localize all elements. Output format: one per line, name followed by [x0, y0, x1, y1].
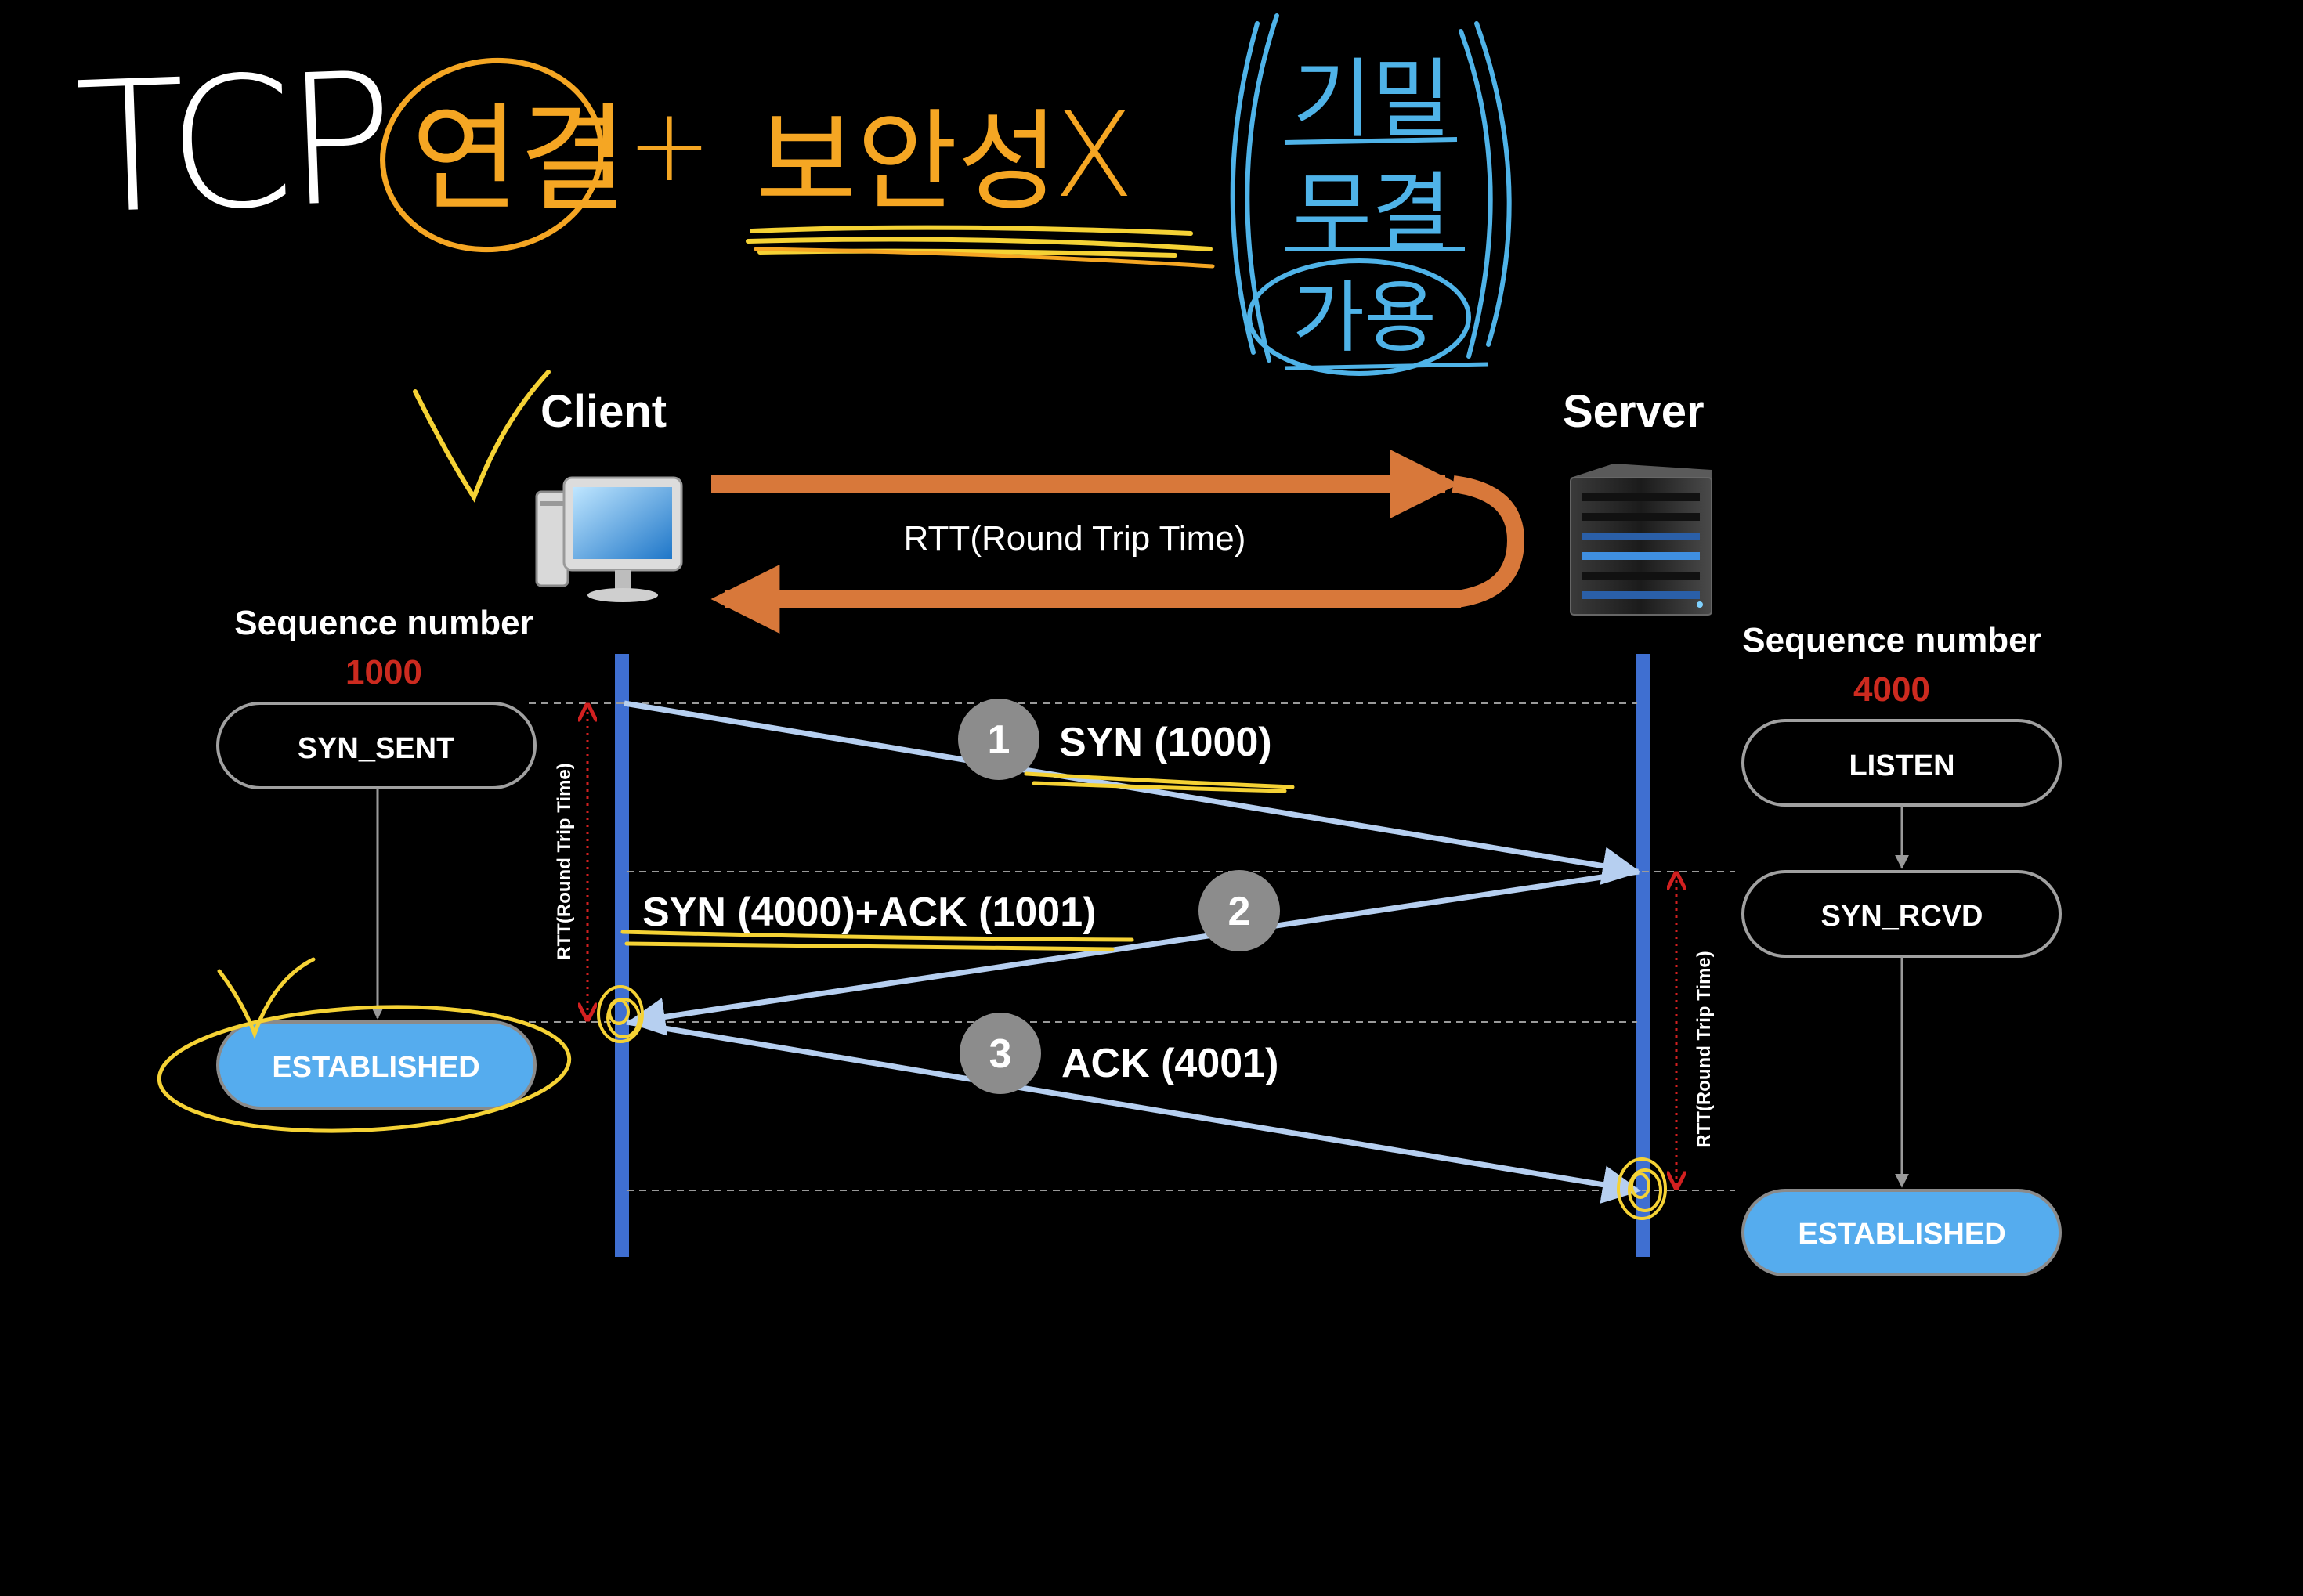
- handwritten-plus: +: [627, 85, 712, 204]
- server-state-listen-label: LISTEN: [1849, 749, 1954, 782]
- underline-3: [1284, 362, 1489, 370]
- step-3-label: ACK (4001): [1061, 1041, 1278, 1086]
- server-rack-icon: [1570, 464, 1712, 616]
- handwritten-tcp: TCP: [73, 34, 390, 255]
- client-seq-label: Sequence number: [234, 604, 533, 642]
- client-state-established: [216, 1020, 537, 1110]
- step-3-number: 3: [989, 1031, 1012, 1077]
- bracket-item-availability: 가용: [1292, 272, 1437, 363]
- message-arrow-ack: [626, 1019, 1641, 1204]
- handwritten-connection: 연결: [411, 92, 627, 228]
- bracket-item-confidentiality: 기밀: [1292, 49, 1451, 150]
- client-rtt-vertical-label: RTT(Round Trip Time): [554, 763, 575, 960]
- security-underline-orange: [754, 247, 1215, 269]
- underline-1: [1284, 137, 1458, 145]
- step-1-number: 1: [988, 717, 1010, 763]
- step-2-badge: [1198, 870, 1280, 951]
- server-seq-value: 4000: [1853, 670, 1930, 709]
- handwritten-title-group: TCP 연결 + 보안성 X 기밀 무결 가용: [73, 13, 1512, 376]
- client-title: Client: [540, 386, 667, 437]
- bracket-item-integrity: 무결: [1292, 163, 1451, 263]
- circle-around-availability: [1247, 258, 1471, 376]
- client-state-established-label: ESTABLISHED: [272, 1051, 479, 1084]
- step-2-label: SYN (4000)+ACK (1001): [642, 890, 1096, 935]
- rtt-label: RTT(Round Trip Time): [904, 519, 1246, 558]
- client-state-syn-sent-label: SYN_SENT: [298, 732, 455, 765]
- server-rtt-vertical-label: RTT(Round Trip Time): [1694, 951, 1715, 1148]
- step-2-underline: [620, 930, 1134, 951]
- left-bracket: [1230, 13, 1279, 363]
- server-state-established: [1741, 1189, 2062, 1276]
- server-state-established-label: ESTABLISHED: [1798, 1218, 2005, 1251]
- dashed-guides: [529, 702, 1735, 1191]
- circle-around-connection: [380, 57, 604, 253]
- step-1-badge: [958, 699, 1039, 780]
- message-arrow-syn-ack: [627, 868, 1640, 1036]
- client-established-circle: [157, 1005, 572, 1133]
- handwritten-security: 보안성: [756, 99, 1058, 226]
- client-computer-icon: [535, 476, 683, 602]
- client-checkmark: [413, 370, 551, 503]
- handwritten-x: X: [1054, 88, 1134, 224]
- endpoint-scribble-server: [1617, 1157, 1667, 1220]
- step-3-badge: [960, 1013, 1041, 1094]
- step-1-label: SYN (1000): [1059, 720, 1272, 765]
- endpoint-scribble-client: [597, 985, 644, 1043]
- client-timeline: [615, 654, 629, 1257]
- server-seq-label: Sequence number: [1742, 621, 2041, 659]
- step-2-number: 2: [1228, 889, 1251, 934]
- client-established-checkmark: [217, 957, 316, 1040]
- right-bracket: [1459, 21, 1512, 359]
- step-1-underline: [1024, 771, 1295, 793]
- server-timeline: [1636, 654, 1650, 1257]
- server-state-syn-rcvd-label: SYN_RCVD: [1821, 900, 1983, 933]
- server-title: Server: [1563, 386, 1705, 437]
- client-seq-value: 1000: [345, 653, 422, 691]
- rtt-loop-arrow: [710, 450, 1525, 634]
